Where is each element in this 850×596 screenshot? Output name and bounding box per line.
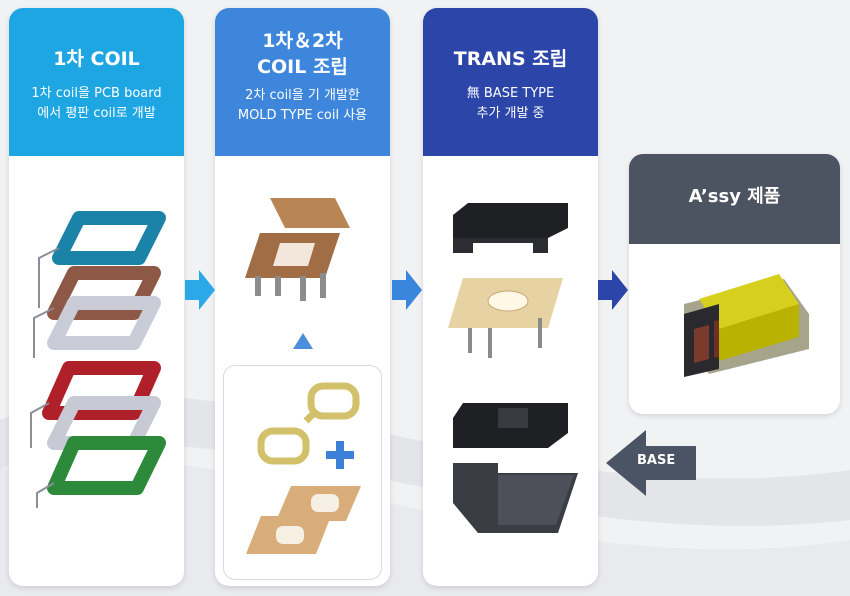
step-card-3: TRANS 조립 無 BASE TYPE 추가 개발 중 <box>423 8 598 586</box>
step-title-2-line2: COIL 조립 <box>257 56 348 78</box>
coil-stack-image <box>30 211 166 508</box>
sub-coil-panel <box>223 365 382 580</box>
bobbin-image <box>245 198 350 301</box>
step-desc-3: 無 BASE TYPE 추가 개발 중 <box>423 84 598 124</box>
assembly-header: A’ssy 제품 <box>629 154 840 244</box>
base-arrow <box>606 430 696 496</box>
step-desc-2: 2차 coil을 기 개발한 MOLD TYPE coil 사용 <box>215 86 390 126</box>
step-title-3: TRANS 조립 <box>453 48 568 70</box>
step-header-3: TRANS 조립 無 BASE TYPE 추가 개발 중 <box>423 8 598 156</box>
step-card-2: 1차＆2차 COIL 조립 2차 coil을 기 개발한 MOLD TYPE c… <box>215 8 390 586</box>
base-label: BASE <box>637 453 676 468</box>
step-title-2-line1: 1차＆2차 <box>262 30 343 52</box>
flow-arrow-1 <box>185 270 215 310</box>
step-header-1: 1차 COIL 1차 coil을 PCB board 에서 평판 coil로 개… <box>9 8 184 156</box>
step-card-1: 1차 COIL 1차 coil을 PCB board 에서 평판 coil로 개… <box>9 8 184 586</box>
assembly-title: A’ssy 제품 <box>688 186 781 207</box>
plus-icon <box>326 441 354 469</box>
up-triangle-icon <box>293 333 313 349</box>
flow-arrow-2 <box>392 270 422 310</box>
step-desc-2-line1: 2차 coil을 기 개발한 <box>245 88 360 103</box>
trans-exploded-image <box>448 203 578 533</box>
step-desc-2-line2: MOLD TYPE coil 사용 <box>237 108 368 123</box>
assembled-transformer-image <box>684 274 809 377</box>
step-desc-3-line2: 추가 개발 중 <box>476 106 545 121</box>
assembly-card: A’ssy 제품 <box>629 154 840 414</box>
mold-coil-image <box>246 382 361 554</box>
step-header-2: 1차＆2차 COIL 조립 2차 coil을 기 개발한 MOLD TYPE c… <box>215 8 390 156</box>
flow-arrow-3 <box>598 270 628 310</box>
step-desc-1-line1: 1차 coil을 PCB board <box>31 86 162 101</box>
step-desc-3-line1: 無 BASE TYPE <box>466 86 555 101</box>
step-title-1: 1차 COIL <box>53 48 140 70</box>
step-desc-1-line2: 에서 평판 coil로 개발 <box>37 106 156 121</box>
step-desc-1: 1차 coil을 PCB board 에서 평판 coil로 개발 <box>9 84 184 124</box>
step-title-2: 1차＆2차 COIL 조립 <box>215 28 390 80</box>
